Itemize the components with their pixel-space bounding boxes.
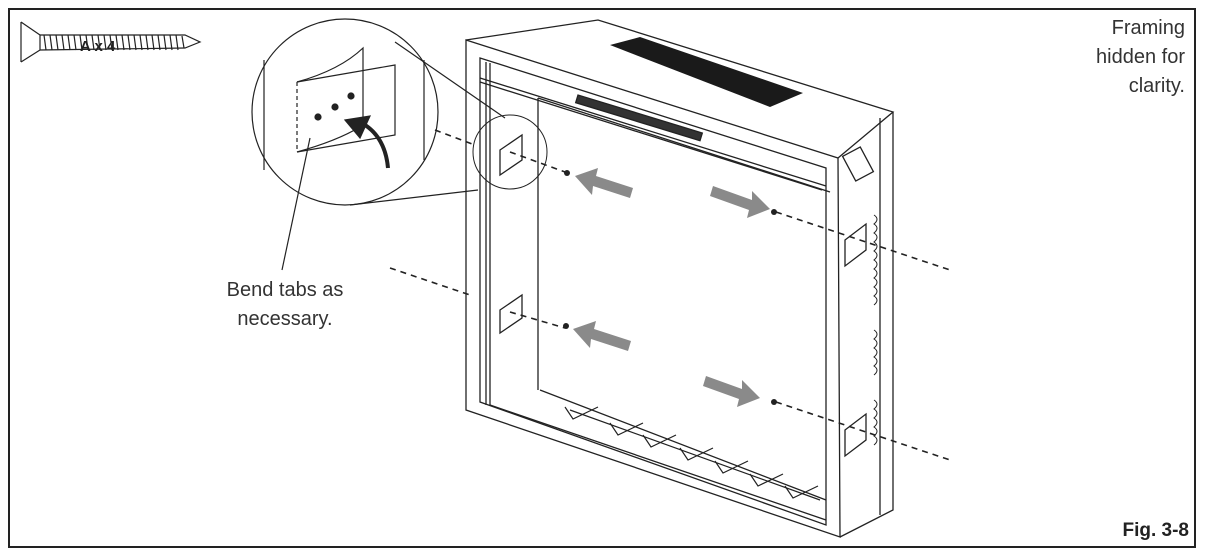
arrow-right-upper <box>710 186 770 218</box>
screw-lower-right <box>771 399 777 405</box>
note-line: clarity. <box>1128 75 1185 97</box>
dash-lower-right <box>775 401 951 461</box>
callout-line: necessary. <box>237 308 333 330</box>
dash-upper-left <box>509 151 566 173</box>
screw-upper-left <box>564 170 570 176</box>
note-line: hidden for <box>1096 46 1185 68</box>
bend-tabs-callout: Bend tabs as necessary. <box>200 276 370 334</box>
install-arrows <box>573 168 770 407</box>
screws <box>563 170 777 405</box>
fireplace-unit <box>465 19 895 538</box>
arrow-left-lower <box>573 321 631 351</box>
small-detail-circle <box>472 114 548 190</box>
dash-upper-right <box>775 211 951 271</box>
callout-line: Bend tabs as <box>226 279 344 301</box>
install-paths <box>389 129 951 461</box>
note-line: Framing <box>1111 17 1185 39</box>
framing-note: Framing hidden for clarity. <box>1045 14 1185 101</box>
figure-number: Fig. 3-8 <box>1122 520 1189 541</box>
detail-magnifier <box>251 18 506 271</box>
top-vent <box>610 37 803 107</box>
screw-lower-left <box>563 323 569 329</box>
arrow-left-upper <box>575 168 633 198</box>
hardware-quantity: A x 4 <box>80 38 116 55</box>
figure-frame <box>8 8 1196 548</box>
dash-lower-left <box>509 311 566 329</box>
screw-upper-right <box>771 209 777 215</box>
screw-icon <box>20 21 202 63</box>
arrow-right-lower <box>703 376 760 407</box>
